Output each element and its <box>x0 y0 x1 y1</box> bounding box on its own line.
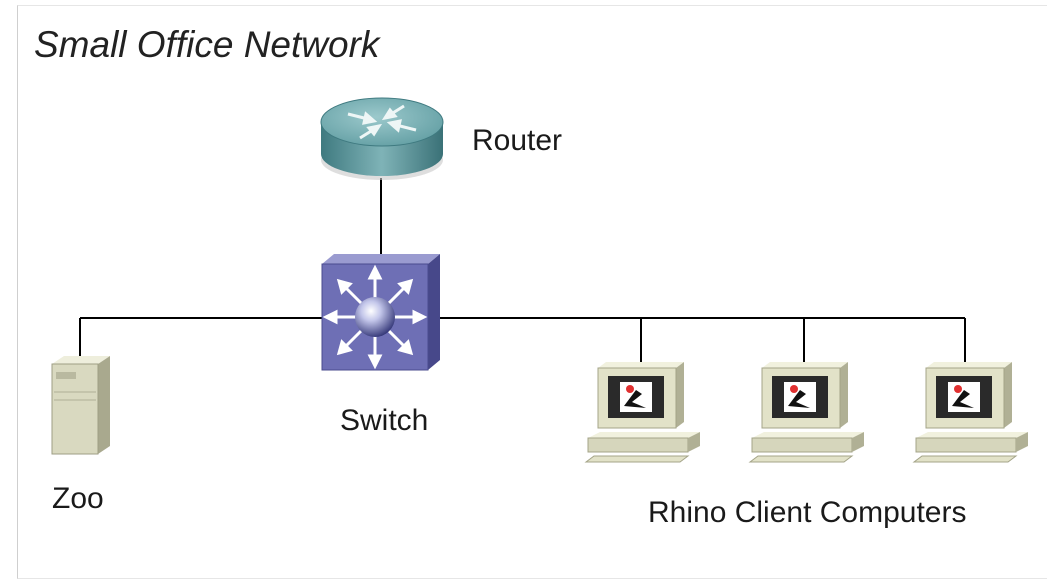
switch-icon <box>321 254 440 371</box>
server-tower-icon <box>51 356 110 455</box>
switch-label: Switch <box>340 404 429 437</box>
workstation-icon <box>748 362 864 463</box>
diagram-title: Small Office Network <box>34 24 380 65</box>
router-label: Router <box>472 124 563 157</box>
diagram-frame <box>17 5 1047 579</box>
workstation-icon <box>584 362 700 463</box>
server-label: Zoo <box>52 482 104 515</box>
workstation-icon <box>912 362 1028 463</box>
clients-label: Rhino Client Computers <box>648 496 967 529</box>
router-icon <box>320 97 444 180</box>
